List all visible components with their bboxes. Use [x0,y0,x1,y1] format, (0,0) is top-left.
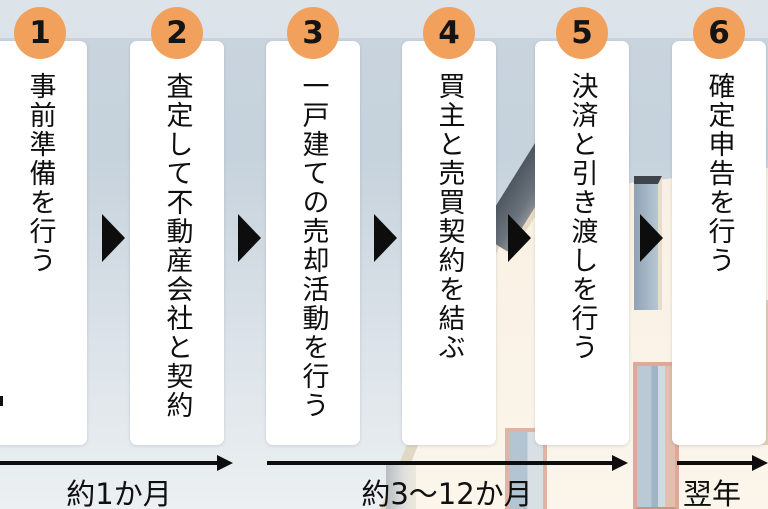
step-card-1: 事前準備を行う [0,41,87,445]
step-label-4: 買主と売買契約を結ぶ [433,72,465,362]
step-card-2: 査定して不動産会社と契約 [130,41,224,445]
step-arrow-icon-2 [238,214,261,262]
step-arrow-icon-5 [640,214,663,262]
timeline-label-3: 翌年 [682,477,742,509]
step-label-2: 査定して不動産会社と契約 [161,72,193,420]
timeline-label-2: 約3〜12か月 [361,477,533,509]
left-edge-fragment [0,396,3,406]
timeline-arrow-2 [267,455,628,471]
timeline-arrow-3 [677,455,768,471]
step-card-6: 確定申告を行う [672,41,766,445]
step-number-badge-6: 6 [693,7,745,59]
step-number-badge-5: 5 [556,7,608,59]
step-card-5: 決済と引き渡しを行う [535,41,629,445]
step-number-badge-1: 1 [14,7,66,59]
step-number-badge-4: 4 [423,7,475,59]
step-number-badge-3: 3 [287,7,339,59]
step-arrow-icon-1 [102,214,125,262]
building-window-corner [386,462,416,509]
step-label-1: 事前準備を行う [24,72,56,275]
step-label-6: 確定申告を行う [703,72,735,275]
top-overlay-strip [0,0,768,38]
step-number-badge-2: 2 [151,7,203,59]
step-label-5: 決済と引き渡しを行う [566,72,598,362]
step-card-4: 買主と売買契約を結ぶ [402,41,496,445]
timeline-label-1: 約1か月 [66,477,172,509]
step-arrow-icon-3 [374,214,397,262]
timeline-arrow-1 [0,455,233,471]
step-card-3: 一戸建ての売却活動を行う [266,41,360,445]
step-arrow-icon-4 [508,214,531,262]
step-label-3: 一戸建ての売却活動を行う [297,72,329,420]
